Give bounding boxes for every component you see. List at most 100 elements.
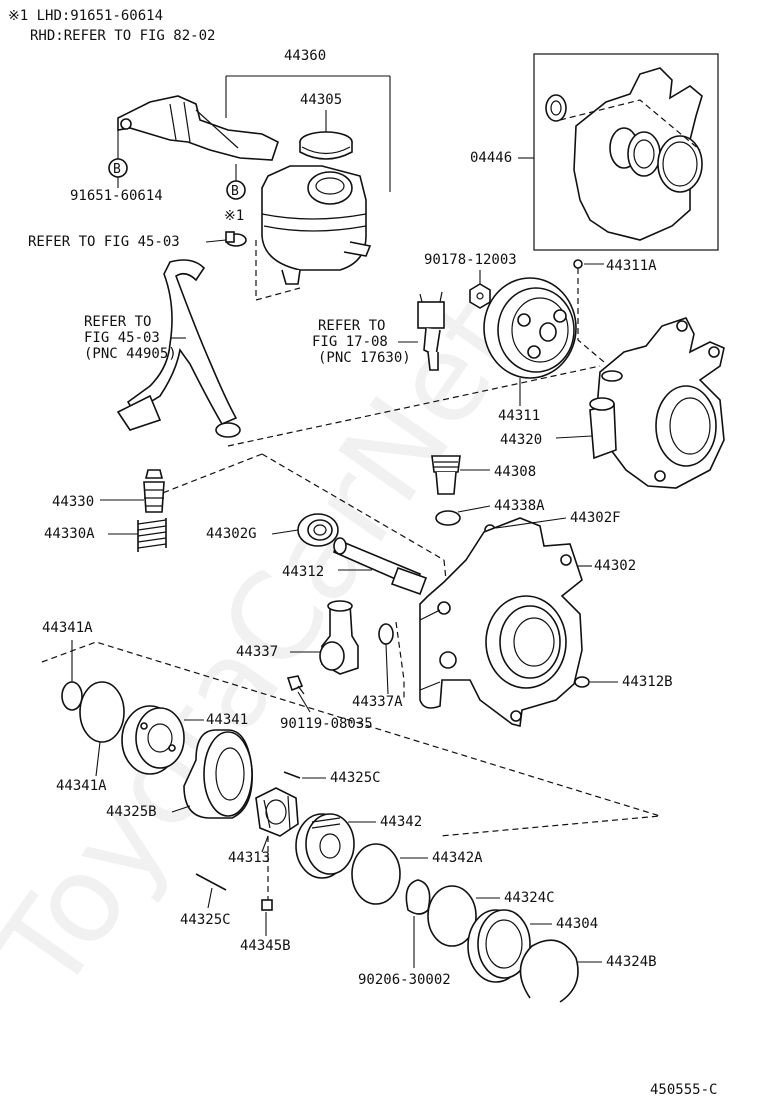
pin-44325c-bottom	[195, 873, 227, 891]
valve-spring	[137, 518, 167, 552]
label-44320: 44320	[500, 432, 542, 448]
bolt-90119-08035	[286, 675, 305, 695]
pulley-dash-path	[577, 268, 605, 363]
label-44337a: 44337A	[352, 694, 403, 710]
pump-body	[589, 317, 725, 489]
flow-control-valve	[431, 455, 461, 495]
side-plate-44342	[295, 813, 355, 879]
label-44312b: 44312B	[622, 674, 673, 690]
hose-clamp-upper	[225, 231, 247, 247]
label-refer-fig-17-08-1: REFER TO	[318, 318, 385, 334]
ball-44311a	[573, 259, 583, 269]
label-44305: 44305	[300, 92, 342, 108]
label-44345b: 44345B	[240, 938, 291, 954]
gasket-kit-box	[533, 53, 719, 251]
o-ring-44341a-small	[61, 681, 83, 711]
label-44302g: 44302G	[206, 526, 257, 542]
pulley	[483, 277, 577, 379]
label-44330: 44330	[52, 494, 94, 510]
label-44325c-top: 44325C	[330, 770, 381, 786]
pump-housing	[419, 517, 583, 727]
label-44342a: 44342A	[432, 850, 483, 866]
svg-text:B: B	[231, 184, 239, 199]
dash-line-cartridge	[41, 641, 661, 837]
o-ring-44341a-large	[79, 681, 125, 743]
label-44311: 44311	[498, 408, 540, 424]
dash-line-hose-to-pump	[227, 365, 601, 447]
o-ring-44337a	[378, 623, 394, 645]
label-refer-fig-45-03-b-2: FIG 45-03	[84, 330, 160, 346]
label-90206-30002: 90206-30002	[358, 972, 451, 988]
label-44342: 44342	[380, 814, 422, 830]
label-44302f: 44302F	[570, 510, 621, 526]
leader-44325c-bottom	[207, 887, 213, 909]
pressure-switch	[417, 291, 445, 371]
leader-44325b	[171, 805, 191, 813]
reservoir-hose-path	[255, 240, 301, 301]
label-44325b: 44325B	[106, 804, 157, 820]
label-44324b: 44324B	[606, 954, 657, 970]
inlet-hose	[116, 259, 241, 438]
label-44308: 44308	[494, 464, 536, 480]
dash-line-oring	[395, 621, 405, 700]
o-ring-44324c	[427, 885, 477, 947]
leader-44337a	[385, 643, 389, 695]
rotor	[255, 787, 299, 837]
label-44304: 44304	[556, 916, 598, 932]
leader-44302f	[495, 517, 567, 529]
leader-90119-08035	[297, 691, 311, 713]
end-cover	[467, 909, 531, 983]
leader-refer-45-03-a	[205, 239, 227, 243]
snap-ring-44312b	[574, 676, 590, 688]
label-44337: 44337	[236, 644, 278, 660]
label-refer-fig-17-08-2: FIG 17-08	[312, 334, 388, 350]
cam-ring	[183, 729, 253, 819]
label-90119-08035: 90119-08035	[280, 716, 373, 732]
leader-44341a-bottom	[95, 741, 101, 777]
leader-44302g	[271, 529, 299, 535]
label-44338a: 44338A	[494, 498, 545, 514]
label-44313: 44313	[228, 850, 270, 866]
union-fitting	[319, 600, 359, 675]
figure-code: 450555-C	[650, 1082, 717, 1098]
label-44341a-bottom: 44341A	[56, 778, 107, 794]
leader-44313	[261, 835, 269, 853]
label-refer-fig-45-03-a: REFER TO FIG 45-03	[28, 234, 180, 250]
pin-44325c-top	[283, 771, 301, 779]
nut-90178-12003	[469, 283, 491, 309]
leader-44360	[225, 75, 391, 192]
label-44311a: 44311A	[606, 258, 657, 274]
side-plate-44341	[121, 705, 185, 775]
vane-44345b	[261, 899, 273, 911]
bolt-b-top: B	[108, 130, 128, 188]
header-note-rhd: RHD:REFER TO FIG 82-02	[30, 28, 215, 44]
svg-text:B: B	[113, 162, 121, 177]
reservoir-bracket	[117, 95, 279, 161]
dash-line-valve	[159, 453, 445, 561]
snap-ring-90206-30002	[405, 879, 431, 915]
header-note-lhd: ※1 LHD:91651-60614	[8, 8, 163, 24]
shaft	[333, 537, 428, 596]
label-refer-fig-45-03-b-1: REFER TO	[84, 314, 151, 330]
label-90178-12003: 90178-12003	[424, 252, 517, 268]
bolt-b-bottom: B	[226, 164, 246, 200]
label-refer-fig-45-03-b-3: (PNC 44905)	[84, 346, 177, 362]
label-44330a: 44330A	[44, 526, 95, 542]
reservoir-tank	[261, 165, 372, 285]
label-44325c-bottom: 44325C	[180, 912, 231, 928]
bearing-44302g	[297, 513, 339, 547]
label-44324c: 44324C	[504, 890, 555, 906]
label-note1-mark: ※1	[224, 208, 244, 224]
leader-44338a	[457, 505, 491, 513]
label-refer-fig-17-08-3: (PNC 17630)	[318, 350, 411, 366]
reservoir-cap	[299, 131, 353, 160]
label-44302: 44302	[594, 558, 636, 574]
label-44341a-top: 44341A	[42, 620, 93, 636]
o-ring-44342a	[351, 843, 401, 905]
leader-44320	[555, 435, 593, 439]
o-ring-44338a	[435, 510, 461, 526]
label-91651-60614: 91651-60614	[70, 188, 163, 204]
label-44341: 44341	[206, 712, 248, 728]
label-44360: 44360	[284, 48, 326, 64]
